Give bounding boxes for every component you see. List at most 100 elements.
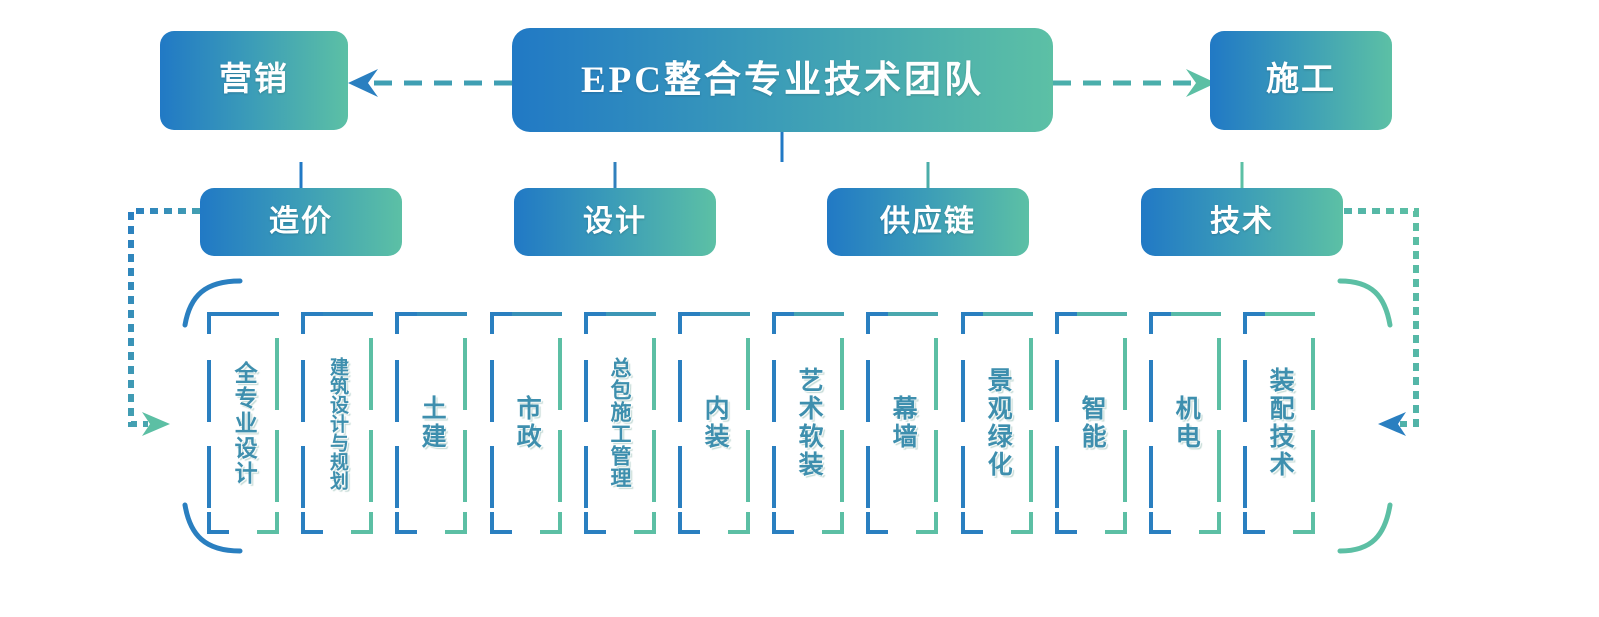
leaf-item[interactable]: 总包施工管理 — [584, 312, 656, 534]
bracket-corner-top-right — [700, 312, 750, 316]
bracket-corner-top-right — [1171, 312, 1221, 316]
bracket-edge-right-lower — [463, 430, 467, 502]
leaf-item[interactable]: 幕墙 — [866, 312, 938, 534]
leaf-item[interactable]: 装配技术 — [1243, 312, 1315, 534]
bracket-corner-bottom-right-stem — [746, 512, 750, 534]
bracket-corner-bottom-right — [1105, 530, 1127, 534]
bracket-corner-top-left — [961, 312, 983, 316]
bracket-edge-right-lower — [652, 430, 656, 502]
branch-node-technology-label: 技术 — [1210, 205, 1274, 238]
side-node-marketing-label: 营销 — [219, 62, 289, 98]
bracket-corner-bottom-left-stem — [1149, 512, 1153, 534]
branch-node-cost[interactable]: 造价 — [200, 188, 402, 256]
bracket-edge-left-upper — [301, 360, 305, 422]
bracket-corner-bottom-left — [678, 530, 700, 534]
bracket-edge-right-upper — [746, 338, 750, 410]
bracket-corner-top-left — [678, 312, 700, 316]
bracket-corner-bottom-left — [490, 530, 512, 534]
bracket-edge-right-lower — [1311, 430, 1315, 502]
bracket-edge-left-lower — [1055, 446, 1059, 508]
leaf-item-label: 幕墙 — [889, 395, 917, 451]
bracket-corner-bottom-left-stem — [961, 512, 965, 534]
leaf-item[interactable]: 艺术软装 — [772, 312, 844, 534]
branch-node-technology[interactable]: 技术 — [1141, 188, 1343, 256]
bracket-edge-left-upper — [1055, 360, 1059, 422]
bracket-corner-bottom-right-stem — [463, 512, 467, 534]
leaf-item[interactable]: 土建 — [395, 312, 467, 534]
leaf-item[interactable]: 智能 — [1055, 312, 1127, 534]
bracket-corner-bottom-right-stem — [558, 512, 562, 534]
leaf-item[interactable]: 内装 — [678, 312, 750, 534]
branch-node-design[interactable]: 设计 — [514, 188, 716, 256]
bracket-edge-left-lower — [301, 446, 305, 508]
leaf-item[interactable]: 机电 — [1149, 312, 1221, 534]
bracket-edge-right-lower — [840, 430, 844, 502]
bracket-edge-left-upper — [1149, 360, 1153, 422]
bracket-corner-top-right — [1265, 312, 1315, 316]
bracket-corner-bottom-right — [822, 530, 844, 534]
leaf-item-label: 全专业设计 — [231, 360, 257, 486]
bracket-corner-top-left — [490, 312, 512, 316]
bracket-corner-bottom-left-stem — [1055, 512, 1059, 534]
bracket-edge-right-lower — [558, 430, 562, 502]
bracket-corner-top-left-stem — [395, 312, 399, 334]
root-node-epc-team[interactable]: EPC整合专业技术团队 — [512, 28, 1053, 132]
bracket-corner-top-left — [772, 312, 794, 316]
bracket-corner-bottom-left — [1149, 530, 1171, 534]
bracket-corner-top-left — [866, 312, 888, 316]
bracket-corner-top-left — [207, 312, 229, 316]
leaf-item[interactable]: 建筑设计与规划 — [301, 312, 373, 534]
side-node-marketing[interactable]: 营销 — [160, 31, 348, 130]
bracket-corner-top-left-stem — [866, 312, 870, 334]
leaf-item-label: 土建 — [418, 395, 446, 451]
side-node-construction[interactable]: 施工 — [1210, 31, 1392, 130]
leaf-item-label: 内装 — [701, 395, 729, 451]
bracket-edge-right-lower — [1123, 430, 1127, 502]
bracket-edge-right-upper — [934, 338, 938, 410]
bracket-corner-top-left-stem — [584, 312, 588, 334]
bracket-corner-top-left-stem — [490, 312, 494, 334]
bracket-corner-top-left — [1243, 312, 1265, 316]
bracket-corner-bottom-right — [728, 530, 750, 534]
bracket-edge-right-lower — [934, 430, 938, 502]
bracket-corner-top-left — [395, 312, 417, 316]
bracket-corner-bottom-left-stem — [678, 512, 682, 534]
bracket-corner-top-left-stem — [961, 312, 965, 334]
right-feedback-arrowhead — [1378, 412, 1406, 436]
bracket-corner-top-left-stem — [301, 312, 305, 334]
branch-node-design-label: 设计 — [583, 205, 647, 238]
leaf-item[interactable]: 景观绿化 — [961, 312, 1033, 534]
bracket-edge-left-lower — [1149, 446, 1153, 508]
bracket-edge-left-lower — [772, 446, 776, 508]
bracket-edge-left-upper — [207, 360, 211, 422]
bracket-edge-right-upper — [463, 338, 467, 410]
bracket-corner-bottom-right-stem — [275, 512, 279, 534]
bracket-corner-top-left — [1055, 312, 1077, 316]
leaf-item[interactable]: 全专业设计 — [207, 312, 279, 534]
leaf-item-label: 机电 — [1172, 395, 1200, 451]
bracket-corner-top-left-stem — [1243, 312, 1247, 334]
bracket-edge-right-lower — [1217, 430, 1221, 502]
branch-node-supplychain[interactable]: 供应链 — [827, 188, 1029, 256]
bracket-corner-bottom-right — [1293, 530, 1315, 534]
bracket-edge-left-upper — [678, 360, 682, 422]
bracket-edge-left-upper — [772, 360, 776, 422]
bracket-edge-right-upper — [558, 338, 562, 410]
bracket-corner-top-right — [512, 312, 562, 316]
bracket-corner-top-right — [323, 312, 373, 316]
bracket-corner-bottom-left-stem — [866, 512, 870, 534]
bracket-edge-right-upper — [275, 338, 279, 410]
bracket-corner-top-left — [584, 312, 606, 316]
bracket-corner-bottom-right-stem — [840, 512, 844, 534]
leaf-item-label: 景观绿化 — [984, 367, 1012, 479]
bracket-edge-left-upper — [1243, 360, 1247, 422]
bracket-edge-right-upper — [1029, 338, 1033, 410]
bracket-edge-right-lower — [1029, 430, 1033, 502]
leaf-item[interactable]: 市政 — [490, 312, 562, 534]
bracket-corner-bottom-left — [207, 530, 229, 534]
bracket-corner-bottom-right — [540, 530, 562, 534]
bracket-corner-bottom-right — [916, 530, 938, 534]
bracket-corner-bottom-right-stem — [1217, 512, 1221, 534]
bracket-corner-bottom-left-stem — [490, 512, 494, 534]
bracket-edge-left-lower — [961, 446, 965, 508]
